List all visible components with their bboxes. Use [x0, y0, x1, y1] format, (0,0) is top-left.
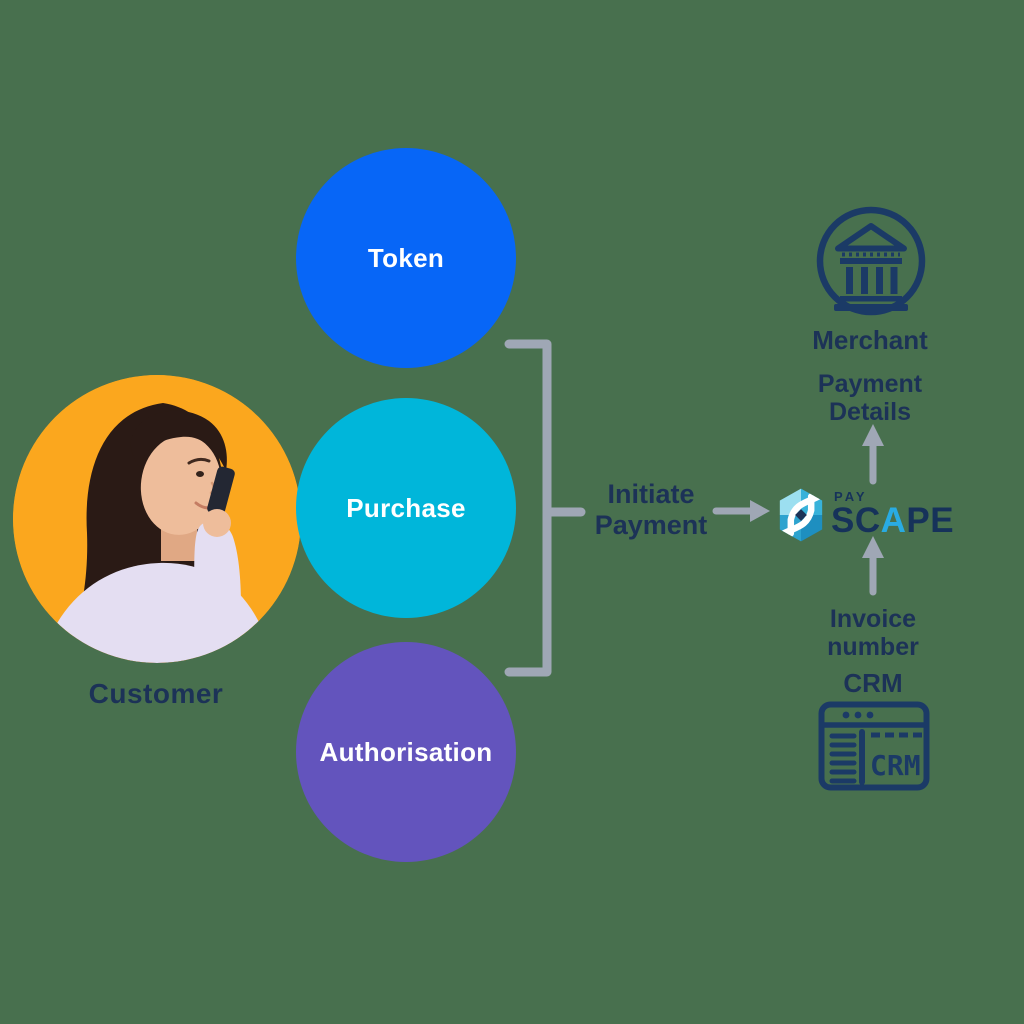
invoice-line1: Invoice [829, 605, 917, 633]
bank-icon [816, 206, 926, 316]
authorisation-label: Authorisation [319, 736, 493, 767]
payscape-scape-text: SCAPE [831, 503, 954, 538]
customer-label: Customer [88, 678, 224, 709]
scape-sc: SC [831, 501, 881, 540]
payment-details-line1: Payment [817, 370, 923, 398]
payment-details-line2: Details [829, 398, 911, 426]
authorisation-circle: Authorisation [296, 642, 516, 862]
scape-pe: PE [906, 501, 955, 540]
merchant-arrow-head [862, 424, 884, 446]
crm-browser-icon: CRM [818, 701, 930, 791]
invoice-line2: number [827, 633, 919, 661]
purchase-circle: Purchase [296, 398, 516, 618]
customer-photo [13, 375, 301, 663]
payscape-pay-text: PAY [834, 489, 868, 504]
initiate-payment-label: Initiate Payment [571, 479, 731, 542]
token-circle: Token [296, 148, 516, 368]
crm-icon-text: CRM [870, 749, 921, 782]
crm-label: CRM [843, 668, 903, 698]
token-label: Token [367, 242, 445, 273]
initiate-arrow-head [750, 500, 770, 522]
payscape-hexagon-icon [779, 488, 823, 542]
scape-a: A [880, 501, 907, 540]
payment-line: Payment [594, 510, 708, 541]
woman-on-phone-illustration [13, 375, 301, 663]
invoice-number-label: Invoice number [780, 605, 966, 661]
payment-details-label: Payment Details [780, 370, 960, 426]
merchant-label: Merchant [812, 325, 928, 355]
purchase-label: Purchase [346, 492, 466, 523]
initiate-line: Initiate [607, 479, 695, 509]
